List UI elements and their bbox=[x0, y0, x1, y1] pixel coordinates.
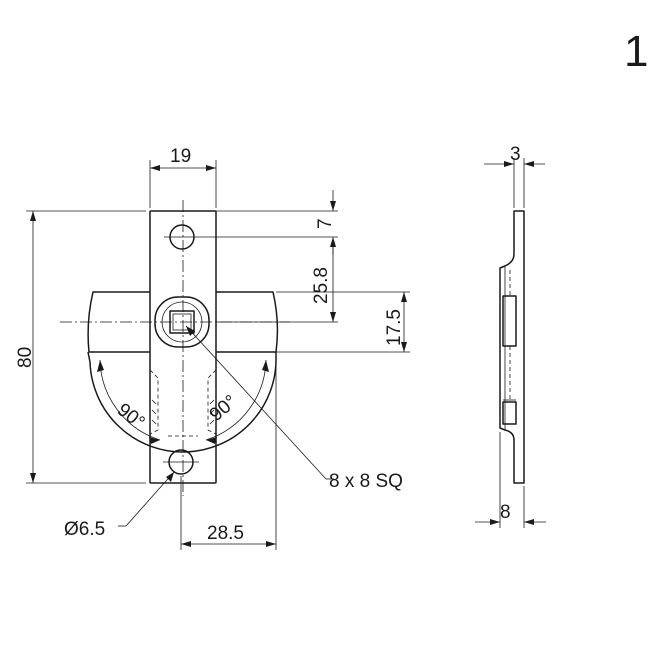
dim-overall-depth: 8 bbox=[475, 432, 546, 528]
square-spindle-hole bbox=[169, 310, 195, 334]
lever-swing-arc bbox=[87, 351, 277, 453]
callout-hole-diameter: Ø6.5 bbox=[64, 471, 175, 540]
side-view: 3 8 bbox=[475, 144, 546, 528]
dim-hole-to-spindle: 25.8 bbox=[216, 240, 338, 323]
dim-spindle-offset: 17.5 bbox=[276, 291, 410, 353]
front-view: 19 80 7 25.8 bbox=[15, 146, 410, 550]
dim-plate-thickness-label: 3 bbox=[510, 144, 521, 165]
dim-swing-angle-left-label: 90° bbox=[113, 399, 149, 433]
side-profile bbox=[499, 210, 525, 484]
dim-overall-depth-label: 8 bbox=[500, 502, 511, 523]
dim-width-top-label: 19 bbox=[170, 146, 191, 167]
dim-arm-length: 28.5 bbox=[180, 358, 277, 550]
callout-spindle: 8 x 8 SQ bbox=[185, 325, 403, 492]
dim-height-total: 80 bbox=[15, 210, 146, 484]
dim-width-top: 19 bbox=[149, 146, 217, 208]
spindle-boss bbox=[154, 296, 210, 348]
dim-plate-thickness: 3 bbox=[484, 144, 545, 208]
callout-hole-diameter-label: Ø6.5 bbox=[64, 519, 105, 540]
callout-spindle-label: 8 x 8 SQ bbox=[329, 471, 403, 492]
sheet-number: 1 bbox=[624, 27, 648, 76]
dim-spindle-offset-label: 17.5 bbox=[384, 309, 405, 346]
dim-hole-to-spindle-label: 25.8 bbox=[311, 267, 332, 304]
dim-height-total-label: 80 bbox=[15, 347, 36, 368]
side-body bbox=[502, 295, 517, 347]
dim-swing-angle-right-label: 90° bbox=[206, 391, 242, 426]
dim-arm-length-label: 28.5 bbox=[207, 523, 244, 544]
dim-hole-offset-top: 7 bbox=[200, 190, 338, 255]
dim-hole-offset-top-label: 7 bbox=[315, 218, 336, 229]
hidden-spring-details bbox=[149, 369, 217, 437]
dim-swing-angle-right: 90° bbox=[206, 359, 269, 444]
